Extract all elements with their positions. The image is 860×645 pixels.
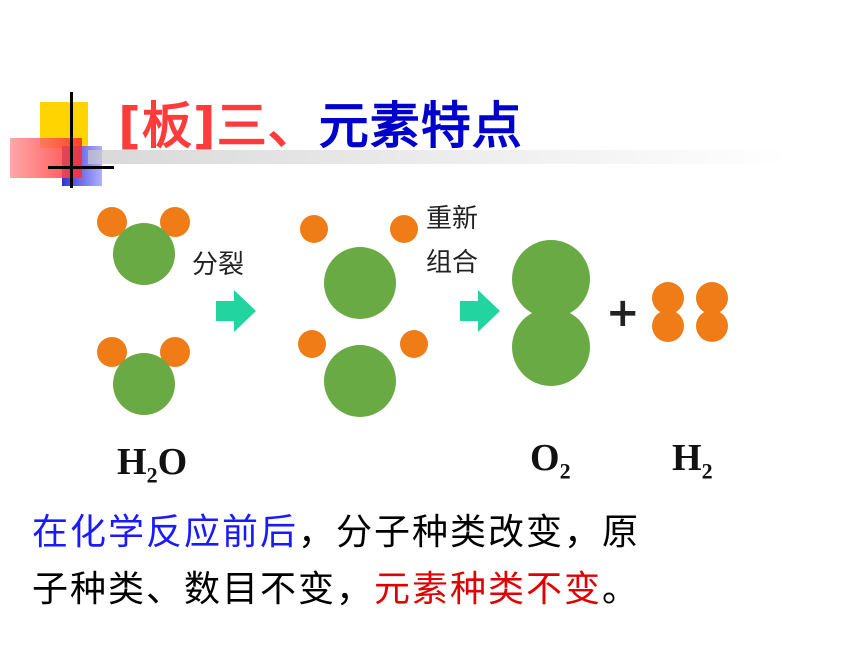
hydrogen-atom: [390, 215, 418, 243]
formula-hydrogen-sub: 2: [701, 458, 713, 484]
formula-oxygen-base: O: [530, 437, 560, 479]
oxygen-atom: [324, 247, 396, 319]
formula-water-sub: 2: [146, 462, 158, 488]
hydrogen-atom: [652, 310, 684, 342]
oxygen-atom: [512, 240, 590, 318]
formula-water: H2O: [117, 440, 187, 489]
conclusion-line-1: 在化学反应前后，分子种类改变，原: [32, 503, 640, 555]
hydrogen-atom: [400, 330, 428, 358]
vertical-line: [70, 92, 73, 188]
reaction-diagram: 分裂 重新 组合 + H2O O2 H2: [97, 204, 728, 489]
conclusion-highlight-blue: 在化学反应前后: [32, 512, 299, 553]
horizontal-line: [48, 166, 114, 169]
formula-hydrogen: H2: [672, 436, 713, 485]
hydrogen-atom: [652, 282, 684, 314]
gray-fade-line: [88, 150, 788, 164]
conclusion-line-2: 子种类、数目不变，元素种类不变。: [32, 560, 640, 612]
formula-water-tail: O: [157, 441, 188, 483]
title-text: 元素特点: [318, 97, 523, 155]
conclusion-period: 。: [602, 569, 641, 610]
corner-decoration: [0, 0, 788, 200]
formula-oxygen: O2: [530, 436, 571, 485]
title-bracket: [板]: [118, 97, 217, 155]
hydrogen-atom: [696, 310, 728, 342]
arrow-icon: [460, 290, 500, 332]
formula-hydrogen-base: H: [672, 437, 702, 479]
conclusion-text: ，分子种类改变，原: [298, 512, 641, 553]
recombine-label-line1: 重新: [426, 204, 479, 234]
oxygen-atom: [324, 345, 396, 417]
hydrogen-atom: [300, 215, 328, 243]
arrow-icon: [216, 290, 256, 332]
oxygen-atom: [512, 308, 590, 386]
title-prefix: 三、: [216, 97, 319, 155]
formula-water-base: H: [117, 441, 147, 483]
recombine-label-line2: 组合: [426, 248, 479, 278]
hydrogen-atom: [298, 330, 326, 358]
split-label: 分裂: [192, 250, 245, 280]
conclusion-text: 子种类、数目不变，: [32, 569, 375, 610]
hydrogen-atom: [696, 282, 728, 314]
plus-sign: +: [606, 290, 640, 336]
oxygen-atom: [113, 353, 175, 415]
slide-title: [板]三、元素特点: [118, 86, 523, 158]
formula-oxygen-sub: 2: [559, 458, 571, 484]
conclusion-highlight-red: 元素种类不变: [374, 569, 603, 610]
oxygen-atom: [113, 223, 175, 285]
